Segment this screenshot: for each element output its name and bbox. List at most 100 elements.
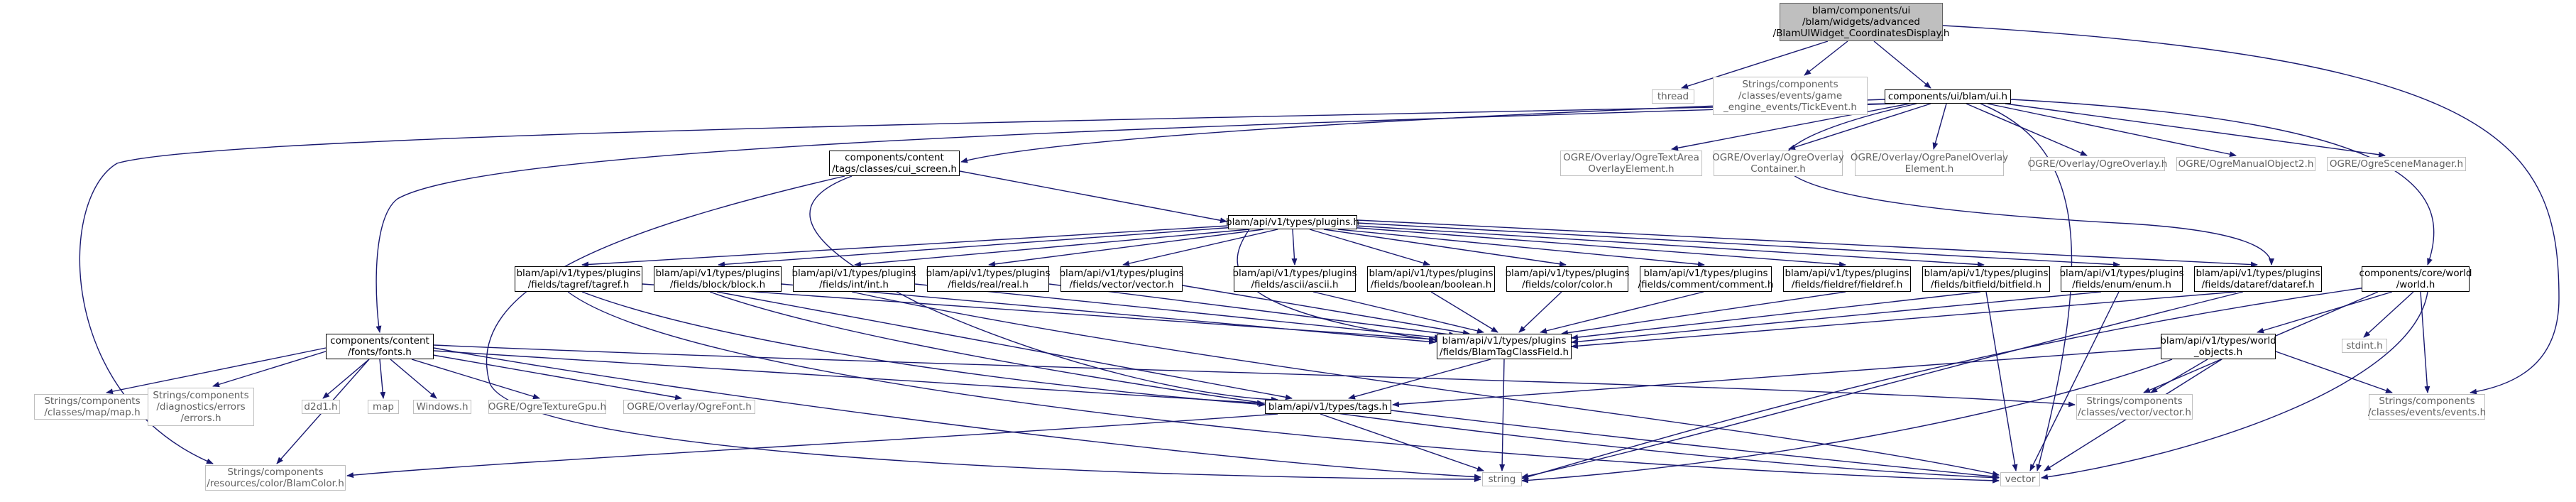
- edge-block-to-tags: [716, 291, 1293, 400]
- edge-plugins-to-enum: [1356, 222, 2120, 268]
- world-objects-node[interactable]: blam/api/v1/types/world _objects.h: [2160, 334, 2276, 359]
- tags-node[interactable]: blam/api/v1/types/tags.h: [1265, 400, 1391, 414]
- edge-plugins-to-dataref: [1356, 219, 2258, 268]
- edge-plugins-to-bitfield: [1355, 225, 1985, 268]
- edge-bitfield-to-vector: [1985, 291, 2018, 471]
- thread-node: thread: [1652, 89, 1694, 104]
- edge-ui-h-to-cui-screen: [960, 99, 1885, 163]
- edge-bitfield-to-blam-tag-class-field: [1571, 291, 1981, 340]
- edge-world-objects-to-vector-h: [2150, 359, 2208, 393]
- plugins-node[interactable]: blam/api/v1/types/plugins.h: [1226, 215, 1359, 229]
- edge-ui-h-to-fonts: [376, 103, 1896, 333]
- edge-ascii-to-blam-tag-class-field: [1312, 291, 1484, 334]
- map-h-node: Strings/components /classes/map/map.h: [34, 394, 150, 420]
- real-node[interactable]: blam/api/v1/types/plugins /fields/real/r…: [926, 266, 1051, 292]
- edge-fonts-to-map-h: [106, 347, 327, 395]
- edge-plugins-to-tagref: [581, 225, 1229, 268]
- edge-tags-to-blam-color: [346, 413, 1278, 479]
- edge-plugins-to-vector-field: [1122, 229, 1278, 266]
- edge-dataref-to-string: [1521, 291, 2244, 479]
- edge-plugins-to-fieldref: [1348, 227, 1846, 268]
- edge-ui-h-to-ogre-manual: [1987, 103, 2237, 158]
- ogre-font-node: OGRE/Overlay/OgreFont.h: [623, 400, 755, 414]
- tick-event-node: Strings/components /classes/events/game …: [1713, 77, 1868, 115]
- ogre-manual-node: OGRE/OgreManualObject2.h: [2176, 157, 2315, 171]
- color-node[interactable]: blam/api/v1/types/plugins /fields/color/…: [1505, 266, 1630, 292]
- edge-fonts-to-vector-h: [433, 344, 2076, 408]
- boolean-node[interactable]: blam/api/v1/types/plugins /fields/boolea…: [1367, 266, 1495, 292]
- edge-fonts-to-errors: [212, 350, 329, 388]
- edge-ui-h-to-blam-color: [79, 103, 1889, 464]
- edge-fonts-to-string: [433, 347, 1481, 480]
- edge-world-objects-to-events-h: [2275, 351, 2393, 393]
- edge-plugins-to-comment: [1337, 229, 1705, 268]
- edge-world-h-to-vector: [2041, 291, 2428, 480]
- ascii-node[interactable]: blam/api/v1/types/plugins /fields/ascii/…: [1232, 266, 1357, 292]
- edge-root-to-tick-event: [1804, 40, 1848, 76]
- stdint-node: stdint.h: [2342, 339, 2387, 353]
- ogre-scene-node: OGRE/OgreSceneManager.h: [2327, 157, 2466, 171]
- edge-world-h-to-events-h: [2420, 291, 2430, 393]
- edge-ui-h-to-ogre-textarea: [1671, 103, 1910, 151]
- edge-ui-h-to-world-h: [2010, 99, 2435, 266]
- edge-fieldref-to-blam-tag-class-field: [1561, 291, 1846, 336]
- edge-real-to-blam-tag-class-field: [1048, 283, 1456, 337]
- edge-plugins-to-real: [988, 229, 1264, 267]
- edge-color-to-blam-tag-class-field: [1518, 291, 1562, 333]
- edge-fonts-to-map: [379, 359, 386, 399]
- edge-plugins-to-int: [854, 229, 1250, 268]
- string-node: string: [1482, 472, 1522, 486]
- edge-blam-tag-class-field-to-tags: [1348, 359, 1491, 400]
- ui-h-node[interactable]: components/ui/blam/ui.h: [1885, 89, 2011, 104]
- edge-tags-to-string: [1320, 413, 1484, 471]
- int-node[interactable]: blam/api/v1/types/plugins /fields/int/in…: [791, 266, 916, 292]
- edge-cui-screen-to-plugins: [959, 170, 1227, 224]
- root-file-node[interactable]: blam/components/ui /blam/widgets/advance…: [1773, 3, 1949, 41]
- tagref-node[interactable]: blam/api/v1/types/plugins /fields/tagref…: [515, 266, 642, 292]
- edge-ui-h-to-vector: [1980, 103, 2073, 471]
- edge-ui-h-to-ogre-container: [1788, 103, 1931, 151]
- vector-field-node[interactable]: blam/api/v1/types/plugins /fields/vector…: [1059, 266, 1184, 292]
- map-node: map: [368, 400, 399, 414]
- ogre-panel-node: OGRE/Overlay/OgrePanelOverlay Element.h: [1850, 151, 2009, 176]
- edge-root-to-ui-h: [1873, 40, 1931, 89]
- cui-screen-node[interactable]: components/content /tags/classes/cui_scr…: [829, 151, 960, 176]
- enum-node[interactable]: blam/api/v1/types/plugins /fields/enum/e…: [2059, 266, 2184, 292]
- fonts-node[interactable]: components/content /fonts/fonts.h: [326, 334, 434, 359]
- edge-root-to-thread: [1681, 40, 1829, 89]
- edge-plugins-to-block: [718, 227, 1236, 268]
- edge-plugins-to-ascii: [1291, 229, 1298, 266]
- edge-block-to-blam-tag-class-field: [781, 283, 1436, 345]
- block-node[interactable]: blam/api/v1/types/plugins /fields/block/…: [654, 266, 782, 292]
- bitfield-node[interactable]: blam/api/v1/types/plugins /fields/bitfie…: [1922, 266, 2050, 292]
- edge-world-objects-to-string: [1521, 359, 2173, 484]
- edge-fonts-to-tags: [433, 350, 1264, 406]
- d2d1-node: d2d1.h: [302, 400, 340, 414]
- edge-ui-h-to-ogre-panel: [1932, 103, 1947, 150]
- edge-dataref-to-blam-tag-class-field: [1571, 291, 2237, 349]
- edge-boolean-to-blam-tag-class-field: [1430, 291, 1498, 333]
- edge-cui-screen-to-tags: [809, 175, 1278, 403]
- edge-tagref-to-tags: [581, 291, 1266, 408]
- blam-tag-class-field-node[interactable]: blam/api/v1/types/plugins /fields/BlamTa…: [1437, 334, 1572, 359]
- edge-fonts-to-d2d1: [322, 359, 370, 399]
- edge-tagref-to-vector: [567, 291, 2000, 484]
- vector-h-node: Strings/components /classes/vector/vecto…: [2076, 394, 2193, 420]
- edge-ui-h-to-dataref: [1782, 103, 2274, 266]
- edge-ui-h-to-ogre-scene: [2005, 103, 2386, 158]
- ogre-overlay-node: OGRE/Overlay/OgreOverlay.h: [2027, 157, 2168, 171]
- edge-fonts-to-texture-gpu: [411, 359, 540, 400]
- blam-color-node: Strings/components /resources/color/Blam…: [205, 465, 346, 491]
- edge-enum-to-blam-tag-class-field: [1571, 291, 2102, 345]
- errors-node: Strings/components /diagnostics/errors /…: [148, 388, 254, 426]
- edge-tags-to-vector: [1391, 410, 2000, 480]
- world-h-node[interactable]: components/core/world /world.h: [2359, 266, 2472, 292]
- edge-blam-tag-class-field-to-string: [1499, 359, 1506, 471]
- comment-node[interactable]: blam/api/v1/types/plugins /fields/commen…: [1638, 266, 1774, 292]
- edge-world-h-to-stdint: [2363, 291, 2414, 338]
- dataref-node[interactable]: blam/api/v1/types/plugins /fields/datare…: [2194, 266, 2322, 292]
- edge-comment-to-blam-tag-class-field: [1540, 291, 1704, 334]
- ogre-textarea-node: OGRE/Overlay/OgreTextArea OverlayElement…: [1560, 151, 1702, 176]
- fieldref-node[interactable]: blam/api/v1/types/plugins /fields/fieldr…: [1783, 266, 1911, 292]
